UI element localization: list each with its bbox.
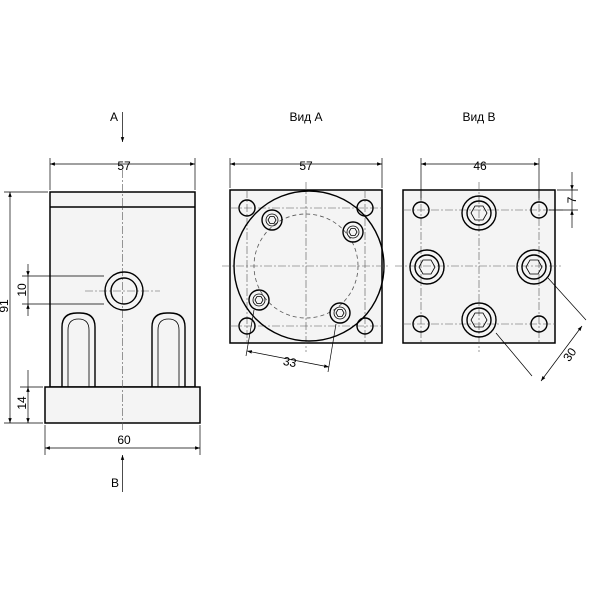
- dim-front-base-height-value: 14: [15, 396, 29, 410]
- view-b-corner-hole-tr: [530, 201, 548, 219]
- arrow-a-label: A: [110, 110, 118, 124]
- dim-front-base-height: 14: [15, 370, 43, 423]
- view-a-corner-hole-tl: [238, 199, 256, 217]
- view-a-bolt-br: [329, 302, 351, 324]
- dim-view-b-width: 46: [420, 158, 540, 200]
- view-b-corner-hole-br: [530, 315, 548, 333]
- view-b-title: Вид B: [462, 110, 495, 124]
- front-view: [44, 170, 201, 432]
- front-hole-outer: [104, 271, 144, 311]
- arrow-b-indicator: B: [111, 455, 125, 492]
- view-b-corner-hole-bl: [412, 315, 430, 333]
- view-a-corner-hole-bl: [238, 317, 256, 335]
- view-b-bolt-left: [409, 249, 445, 285]
- dim-view-b-edge-offset: 7: [549, 172, 579, 228]
- dim-view-a-width-value: 57: [299, 159, 313, 173]
- dim-front-width-top: 57: [49, 158, 196, 190]
- dim-front-hole: 10: [15, 264, 104, 316]
- front-hole-inner: [110, 277, 138, 305]
- view-a-bolt-bl: [248, 289, 270, 311]
- front-left-slot-inner: [67, 318, 90, 387]
- front-left-slot: [61, 312, 96, 387]
- dim-front-height-total-value: 91: [0, 299, 11, 313]
- view-b-bolt-top: [461, 195, 497, 231]
- dim-front-width-base-value: 60: [117, 433, 131, 447]
- view-a-corner-hole-br: [356, 317, 374, 335]
- view-a-corner-hole-tr: [356, 199, 374, 217]
- dim-view-b-diagonal-value: 30: [560, 345, 579, 364]
- view-b-bolt-right: [516, 249, 552, 285]
- view-a-bolt-tr: [342, 221, 364, 243]
- view-b-bolt-bottom: [461, 302, 497, 338]
- arrow-a-indicator: A: [110, 110, 125, 142]
- dim-view-b-width-value: 46: [473, 159, 487, 173]
- dim-view-a-bolt-spacing-value: 33: [282, 354, 298, 370]
- dim-view-a-width: 57: [229, 158, 383, 188]
- dim-front-width-base: 60: [44, 425, 201, 455]
- dim-front-hole-value: 10: [15, 283, 29, 297]
- dim-front-height-total: 91: [0, 191, 48, 424]
- dim-front-width-top-value: 57: [117, 159, 131, 173]
- front-right-slot-inner: [157, 318, 180, 387]
- view-a-title: Вид A: [289, 110, 322, 124]
- dim-view-a-bolt-spacing: 33: [245, 309, 337, 373]
- view-a-bolt-circle: [253, 213, 359, 319]
- view-a: [222, 182, 390, 352]
- front-right-slot: [151, 312, 186, 387]
- view-a-bolt-tl: [261, 209, 283, 231]
- view-b: [395, 182, 563, 352]
- view-b-corner-hole-tl: [412, 201, 430, 219]
- arrow-b-label: B: [111, 476, 119, 490]
- dim-view-b-edge-offset-value: 7: [565, 196, 579, 203]
- view-a-flange: [233, 190, 385, 342]
